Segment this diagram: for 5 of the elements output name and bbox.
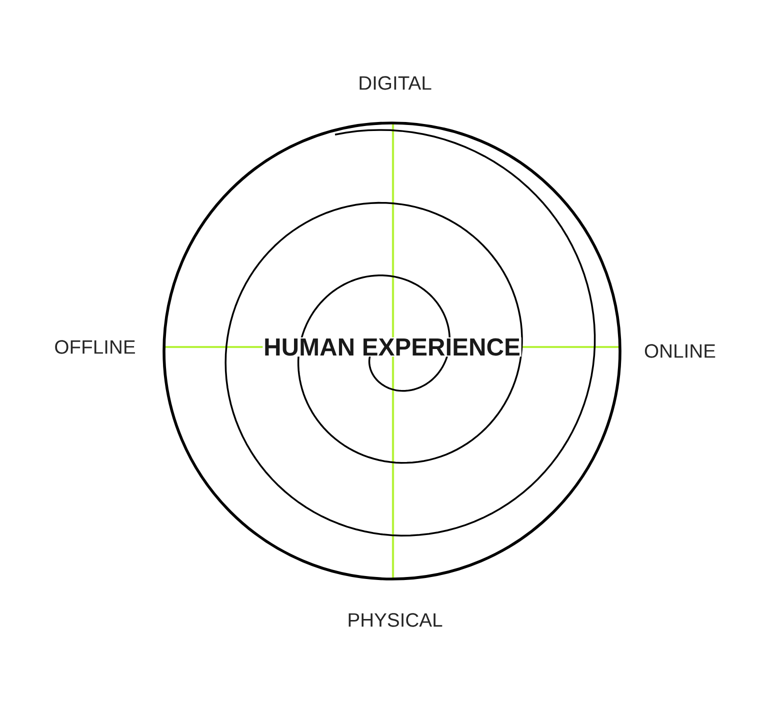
axis-label: PHYSICAL <box>348 613 442 627</box>
axis-label: ONLINE <box>644 344 716 358</box>
center-title: HUMAN EXPERIENCE <box>262 337 522 357</box>
axis-label: OFFLINE <box>55 340 135 354</box>
axis-label: DIGITAL <box>360 76 432 90</box>
